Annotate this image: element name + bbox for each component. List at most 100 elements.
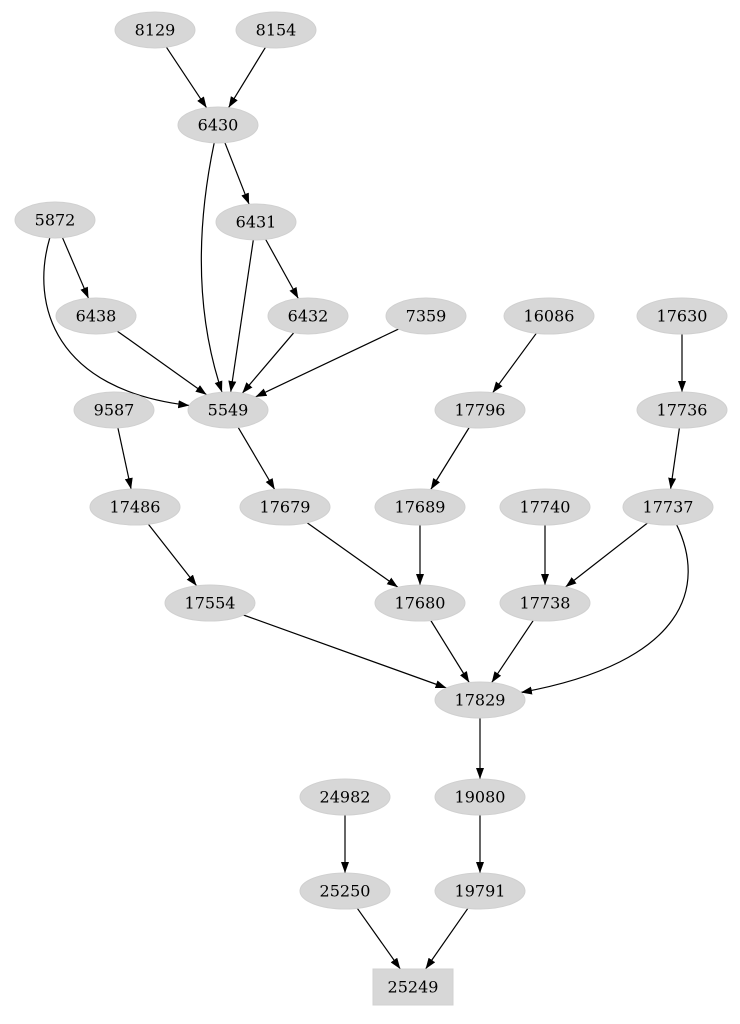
node-6438: 6438 (55, 297, 137, 335)
node-ellipse (299, 872, 391, 910)
node-label: 7359 (406, 307, 447, 326)
node-label: 17737 (643, 498, 694, 517)
node-8154: 8154 (235, 11, 317, 49)
node-ellipse (114, 11, 196, 49)
edge-17679-17680 (306, 522, 399, 588)
edge-7359-5549 (255, 328, 399, 398)
node-ellipse (636, 391, 728, 429)
node-17554: 17554 (164, 584, 256, 622)
node-17630: 17630 (636, 297, 728, 335)
edge-16086-17796 (492, 332, 537, 394)
edge-6431-5549 (228, 239, 254, 393)
node-label: 5549 (208, 401, 249, 420)
node-label: 17680 (395, 594, 446, 613)
node-17829: 17829 (434, 681, 526, 719)
edge-6430-5549 (200, 142, 223, 393)
node-17486: 17486 (89, 488, 181, 526)
node-label: 8129 (135, 21, 176, 40)
node-ellipse (434, 681, 526, 719)
edge-17738-17829 (491, 620, 534, 683)
node-label: 24982 (320, 788, 371, 807)
edge-5549-17679 (237, 427, 276, 490)
node-ellipse (385, 297, 467, 335)
edge-17486-17554 (147, 523, 198, 587)
node-label: 5872 (35, 211, 76, 230)
node-label: 17554 (185, 594, 236, 613)
node-25249: 25249 (372, 968, 454, 1006)
edge-8154-6430 (228, 47, 266, 108)
node-ellipse (434, 391, 526, 429)
node-layer: 8129 8154 6430 5872 6431 6438 6432 7359 16086 176… (14, 11, 728, 1006)
node-label: 17736 (657, 401, 708, 420)
edge-17737-17829 (520, 524, 689, 695)
node-ellipse (622, 488, 714, 526)
node-25250: 25250 (299, 872, 391, 910)
edge-6432-5549 (241, 332, 295, 394)
edge-8129-6430 (165, 46, 208, 109)
node-16086: 16086 (503, 297, 595, 335)
edge-5872-5549 (43, 237, 190, 409)
node-ellipse (299, 778, 391, 816)
node-5872: 5872 (14, 201, 96, 239)
node-19791: 19791 (434, 872, 526, 910)
node-label: 25249 (388, 978, 439, 997)
node-label: 17679 (260, 498, 311, 517)
node-label: 17829 (455, 691, 506, 710)
edge-17554-17829 (243, 614, 447, 689)
node-24982: 24982 (299, 778, 391, 816)
node-label: 17740 (520, 498, 571, 517)
node-label: 17630 (657, 307, 708, 326)
node-label: 9587 (94, 401, 135, 420)
node-7359: 7359 (385, 297, 467, 335)
edge-6431-6432 (265, 239, 299, 299)
node-17736: 17736 (636, 391, 728, 429)
node-ellipse (374, 584, 466, 622)
edge-9587-17486 (117, 427, 133, 490)
node-17689: 17689 (374, 488, 466, 526)
node-label: 19080 (455, 788, 506, 807)
node-17680: 17680 (374, 584, 466, 622)
node-17738: 17738 (499, 584, 591, 622)
node-label: 25250 (320, 882, 371, 901)
node-19080: 19080 (434, 778, 526, 816)
node-6432: 6432 (267, 297, 349, 335)
node-label: 17738 (520, 594, 571, 613)
node-ellipse (499, 584, 591, 622)
edge-6430-6431 (224, 142, 250, 205)
node-ellipse (374, 488, 466, 526)
edge-17796-17689 (430, 427, 470, 490)
node-6430: 6430 (177, 106, 259, 144)
node-ellipse (73, 391, 155, 429)
node-label: 16086 (524, 307, 575, 326)
node-box (372, 968, 454, 1006)
node-label: 6430 (198, 116, 239, 135)
node-9587: 9587 (73, 391, 155, 429)
node-ellipse (14, 201, 96, 239)
node-17737: 17737 (622, 488, 714, 526)
node-6431: 6431 (215, 203, 297, 241)
edge-5872-6438 (61, 237, 90, 299)
node-label: 17689 (395, 498, 446, 517)
node-17796: 17796 (434, 391, 526, 429)
node-17740: 17740 (499, 488, 591, 526)
node-ellipse (499, 488, 591, 526)
node-label: 6432 (288, 307, 329, 326)
node-ellipse (187, 391, 269, 429)
node-ellipse (55, 297, 137, 335)
node-label: 8154 (256, 21, 297, 40)
node-ellipse (636, 297, 728, 335)
edge-17737-17738 (565, 522, 648, 588)
edge-6438-5549 (117, 330, 207, 396)
node-ellipse (89, 488, 181, 526)
node-label: 17796 (455, 401, 506, 420)
node-label: 6438 (76, 307, 117, 326)
edge-25250-25249 (356, 907, 401, 970)
node-ellipse (215, 203, 297, 241)
node-ellipse (177, 106, 259, 144)
edge-17680-17829 (430, 620, 470, 683)
node-ellipse (235, 11, 317, 49)
edge-17736-17737 (668, 427, 680, 490)
node-ellipse (503, 297, 595, 335)
